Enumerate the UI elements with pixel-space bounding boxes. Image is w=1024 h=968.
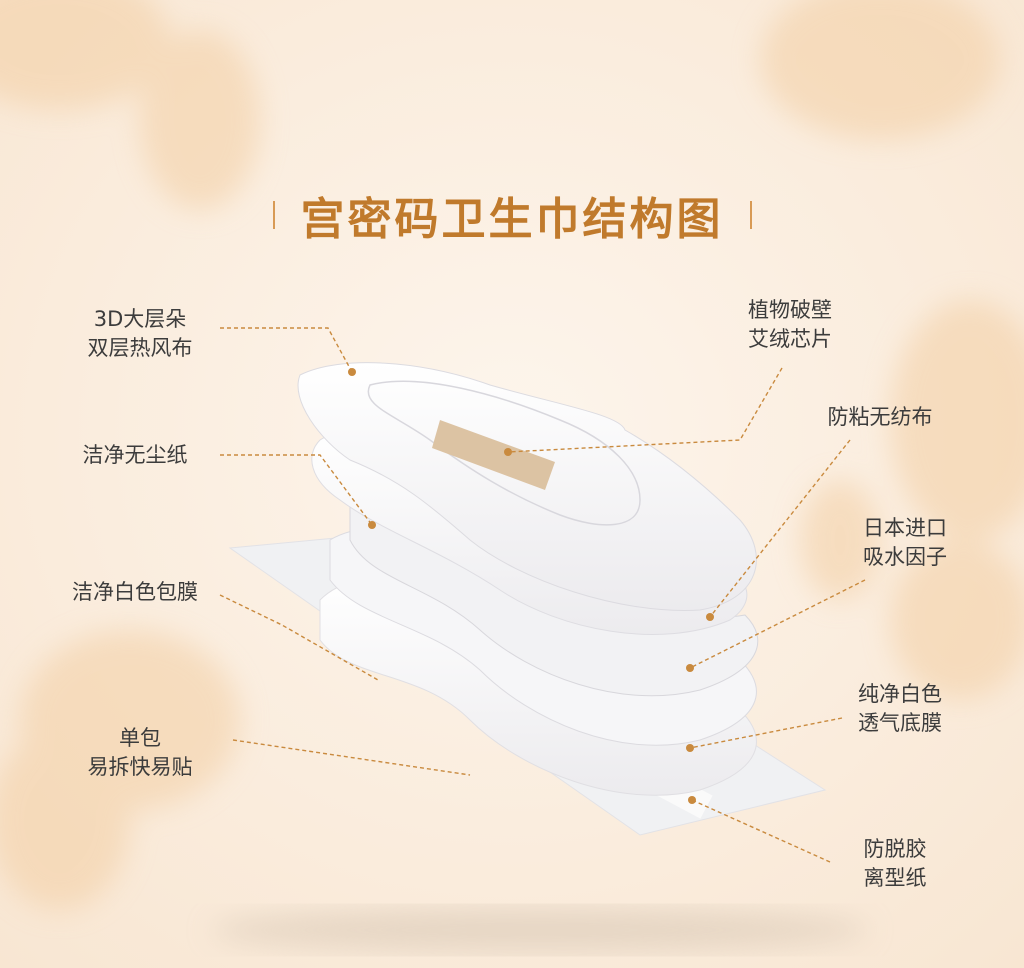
label-mugwort-chip: 植物破壁 艾绒芯片 bbox=[720, 296, 860, 354]
label-release-paper: 防脱胶 离型纸 bbox=[830, 835, 960, 893]
title-left-bar bbox=[272, 201, 275, 229]
label-base-film: 纯净白色 透气底膜 bbox=[830, 680, 970, 738]
label-nonwoven: 防粘无纺布 bbox=[800, 403, 960, 432]
label-release-paper-line2: 离型纸 bbox=[863, 866, 927, 890]
label-hot-air-cloth-line1: 3D大层朵 bbox=[93, 307, 187, 331]
leader-line-nonwoven bbox=[709, 439, 851, 618]
leader-line-wrap-film bbox=[219, 594, 379, 681]
leader-line-mugwort bbox=[507, 367, 783, 453]
leader-line-dustfree-paper bbox=[220, 454, 373, 526]
label-easy-tear-line1: 单包 bbox=[119, 726, 161, 750]
leader-dots bbox=[348, 368, 714, 804]
floor-shadow bbox=[210, 908, 870, 952]
label-easy-tear-line2: 易拆快易贴 bbox=[87, 755, 193, 779]
leader-line-base-film bbox=[689, 717, 843, 749]
title-block: 宫密码卫生巾结构图 bbox=[0, 180, 1024, 250]
label-absorbent-line1: 日本进口 bbox=[863, 516, 947, 540]
leader-line-hot-air-cloth bbox=[220, 327, 353, 373]
title-right-bar bbox=[749, 201, 752, 229]
label-base-film-line2: 透气底膜 bbox=[858, 711, 942, 735]
page-title: 宫密码卫生巾结构图 bbox=[300, 194, 724, 245]
label-mugwort-chip-line1: 植物破壁 bbox=[748, 298, 832, 322]
label-dustfree-paper-line1: 洁净无尘纸 bbox=[82, 443, 188, 467]
label-hot-air-cloth: 3D大层朵 双层热风布 bbox=[60, 305, 220, 363]
label-mugwort-chip-line2: 艾绒芯片 bbox=[748, 327, 832, 351]
top-sheet-layer bbox=[297, 362, 757, 611]
label-easy-tear: 单包 易拆快易贴 bbox=[60, 724, 220, 782]
mugwort-chip bbox=[432, 420, 555, 490]
label-absorbent-line2: 吸水因子 bbox=[863, 545, 947, 569]
leader-line-easy-tear bbox=[232, 739, 471, 776]
leader-lines bbox=[219, 327, 866, 863]
label-hot-air-cloth-line2: 双层热风布 bbox=[87, 336, 193, 360]
label-base-film-line1: 纯净白色 bbox=[858, 682, 942, 706]
label-release-paper-line1: 防脱胶 bbox=[863, 837, 927, 861]
label-absorbent: 日本进口 吸水因子 bbox=[835, 514, 975, 572]
label-wrap-film-line1: 洁净白色包膜 bbox=[72, 580, 198, 604]
leader-line-release-paper bbox=[691, 799, 831, 863]
decorative-flowers bbox=[0, 0, 1024, 910]
label-dustfree-paper: 洁净无尘纸 bbox=[55, 441, 215, 470]
label-nonwoven-line1: 防粘无纺布 bbox=[827, 405, 933, 429]
leader-line-absorbent bbox=[689, 579, 866, 669]
label-wrap-film: 洁净白色包膜 bbox=[45, 578, 225, 607]
